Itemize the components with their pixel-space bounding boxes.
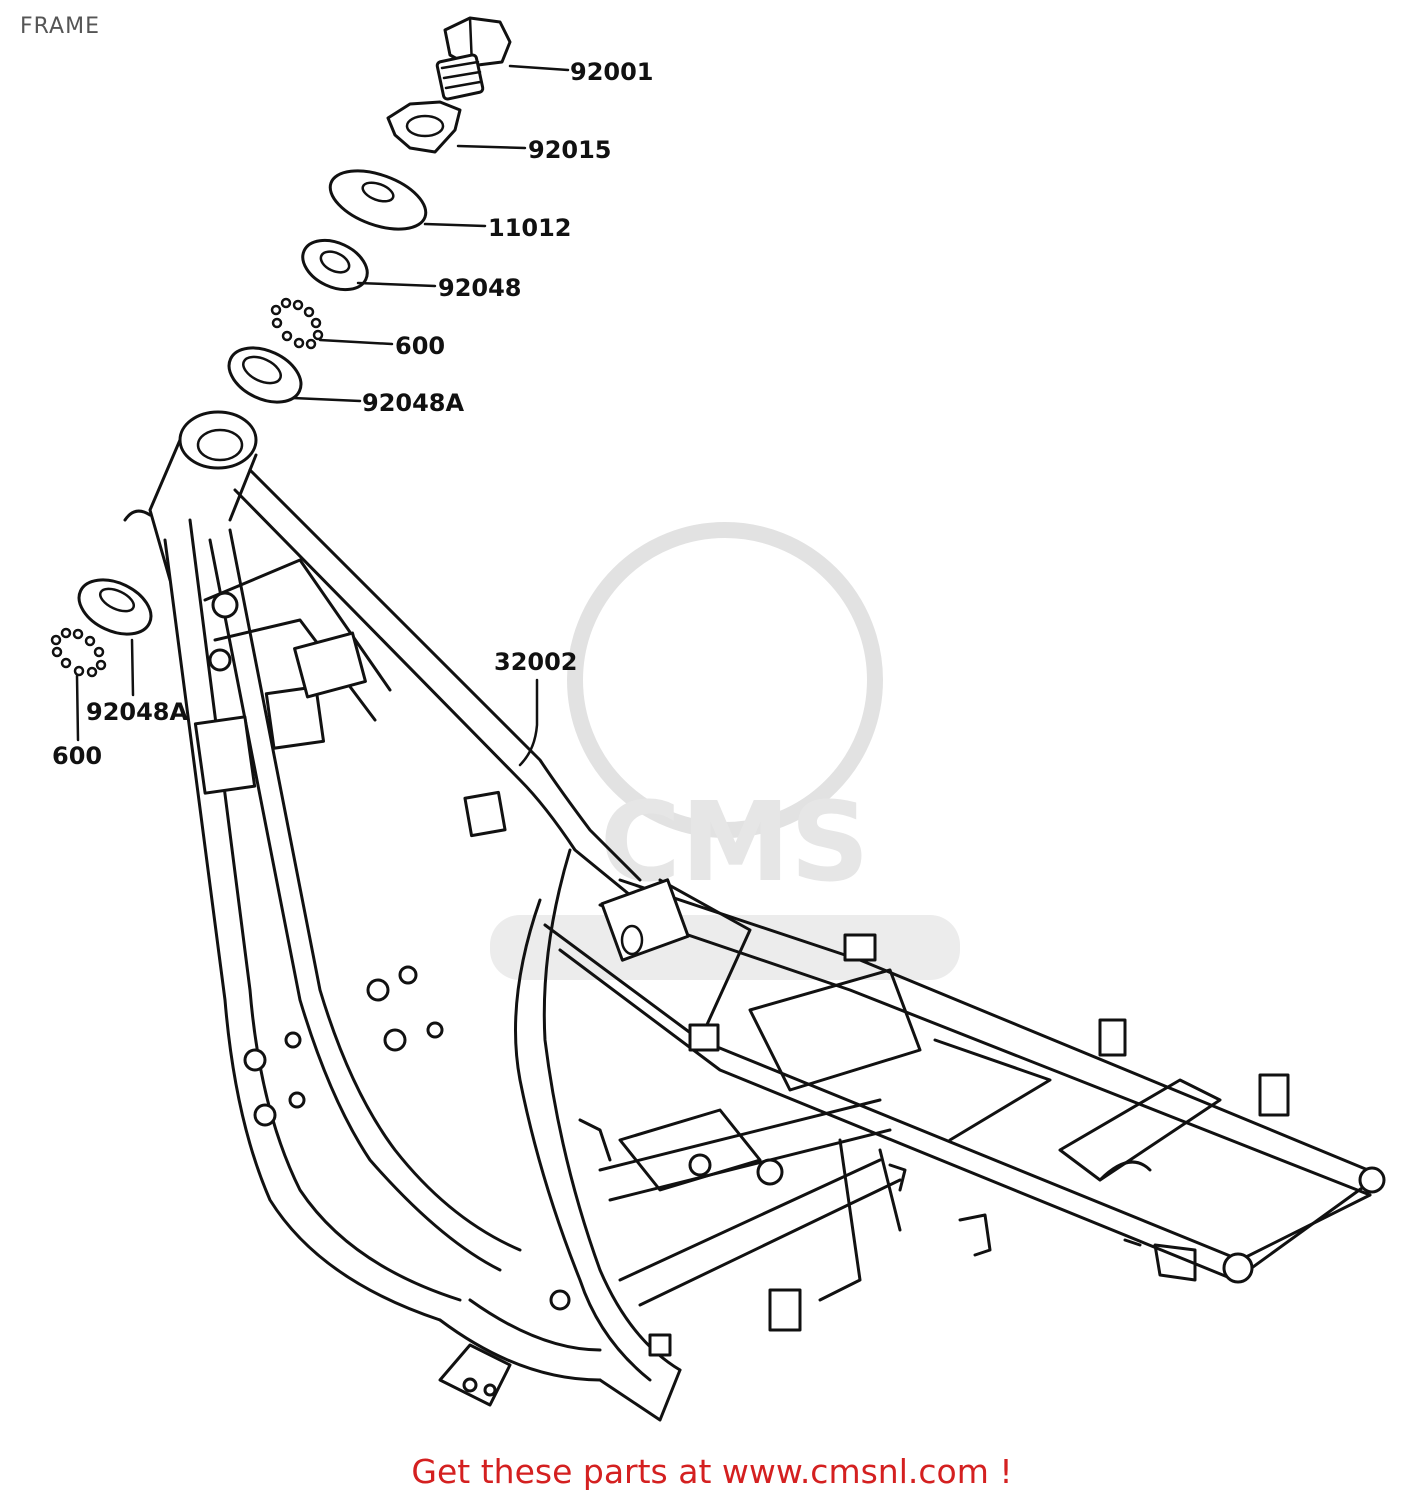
part-600-balls-lower[interactable] <box>50 627 107 678</box>
callout-32002: 32002 <box>494 648 578 676</box>
callout-11012: 11012 <box>488 214 572 242</box>
part-92015-washer[interactable] <box>386 100 462 154</box>
part-92001-bolt[interactable] <box>435 16 512 101</box>
part-92048a-race-lower[interactable] <box>70 569 159 645</box>
callout-92015: 92015 <box>528 136 612 164</box>
callout-92048: 92048 <box>438 274 522 302</box>
diagram-title: FRAME <box>20 14 100 39</box>
watermark-text: CMS <box>600 778 869 906</box>
frame-diagram: CMS <box>50 16 1386 1422</box>
callout-600-lower: 600 <box>52 742 102 770</box>
callout-92001: 92001 <box>570 58 654 86</box>
part-11012-cap[interactable] <box>322 159 433 240</box>
part-32002-frame[interactable] <box>123 410 1386 1422</box>
part-600-balls-upper[interactable] <box>270 297 324 350</box>
part-92048a-race-upper[interactable] <box>220 337 309 413</box>
watermark-logo: CMS <box>490 522 960 980</box>
callout-92048a-lower: 92048A <box>86 698 188 726</box>
leader-lines <box>75 64 570 767</box>
callout-92048a-upper: 92048A <box>362 389 464 417</box>
footer-link[interactable]: Get these parts at www.cmsnl.com ! <box>411 1452 1013 1491</box>
callout-600-upper: 600 <box>395 332 445 360</box>
part-92048-race[interactable] <box>295 231 375 300</box>
